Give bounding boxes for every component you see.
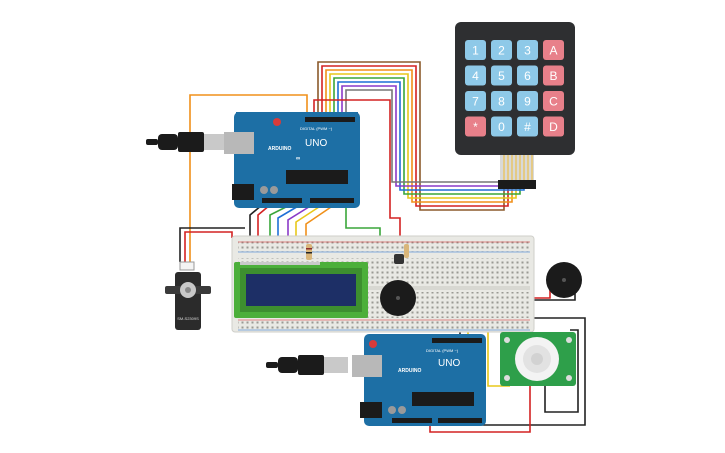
usb-cable-top <box>146 132 228 152</box>
keypad-key-9[interactable] <box>517 91 538 111</box>
keypad-key-0[interactable] <box>491 116 512 137</box>
wire-keypad-2[interactable] <box>321 65 509 207</box>
keypad-key-C[interactable] <box>543 91 564 111</box>
keypad-key-1[interactable] <box>465 40 486 60</box>
keypad-key-label: 2 <box>498 44 505 58</box>
wire-red-top[interactable] <box>313 99 401 240</box>
wire-keypad-7[interactable] <box>341 85 528 187</box>
arduino-bottom-brand: ARDUINO <box>398 368 421 374</box>
arduino-top-header: DIGITAL (PWM ~) <box>300 126 333 131</box>
resistor[interactable] <box>306 244 312 260</box>
wire-black-servo[interactable] <box>179 227 245 262</box>
keypad-key-label: 7 <box>472 95 479 109</box>
keypad-key-#[interactable] <box>517 116 538 137</box>
keypad-key-*[interactable] <box>465 116 486 137</box>
keypad-key-label: # <box>524 120 531 134</box>
keypad-key-3[interactable] <box>517 40 538 60</box>
keypad-key-label: D <box>549 120 558 134</box>
keypad-key-4[interactable] <box>465 65 486 86</box>
wire-keypad-5[interactable] <box>333 77 521 195</box>
keypad-key-7[interactable] <box>465 91 486 111</box>
keypad-key-label: 8 <box>498 95 505 109</box>
keypad-key-B[interactable] <box>543 65 564 86</box>
keypad-key-label: * <box>473 120 478 134</box>
keypad-key-5[interactable] <box>491 65 512 86</box>
pir-sensor[interactable] <box>500 332 576 386</box>
keypad-key-label: 1 <box>472 44 479 58</box>
arduino-bottom-header: DIGITAL (PWM ~) <box>426 348 459 353</box>
keypad-key-label: 4 <box>472 69 479 83</box>
servo[interactable]: SM-S2309S <box>165 261 211 330</box>
wire-keypad-3[interactable] <box>325 69 513 203</box>
arduino-bottom-model: UNO <box>438 358 460 369</box>
keypad-key-label: 9 <box>524 95 531 109</box>
wire-keypad-6[interactable] <box>337 81 525 191</box>
transistor[interactable] <box>394 254 404 264</box>
keypad-key-label: 5 <box>498 69 505 83</box>
keypad-key-label: 6 <box>524 69 531 83</box>
usb-cable-bottom <box>266 355 348 375</box>
svg-text:∞: ∞ <box>296 156 300 162</box>
keypad-connector[interactable] <box>498 180 536 189</box>
keypad-key-label: 3 <box>524 44 531 58</box>
arduino-top[interactable]: DIGITAL (PWM ~) ARDUINO UNO ∞ <box>146 112 360 208</box>
keypad-key-label: 0 <box>498 120 505 134</box>
keypad-key-2[interactable] <box>491 40 512 60</box>
wire-red-servo[interactable] <box>184 231 233 262</box>
arduino-top-model: UNO <box>305 138 327 149</box>
keypad-key-A[interactable] <box>543 40 564 60</box>
servo-label: SM-S2309S <box>177 316 199 321</box>
keypad-key-6[interactable] <box>517 65 538 86</box>
resistor-2[interactable] <box>404 244 409 258</box>
keypad-key-8[interactable] <box>491 91 512 111</box>
buzzer-left[interactable] <box>380 280 416 316</box>
wire-black-pir2[interactable] <box>544 329 579 413</box>
arduino-bottom[interactable]: DIGITAL (PWM ~) ARDUINO UNO <box>266 334 486 426</box>
wire-keypad-8[interactable] <box>345 89 532 183</box>
wire-orange-servo[interactable] <box>189 94 308 262</box>
lcd-display[interactable] <box>234 262 368 318</box>
keypad[interactable]: 1 2 3 A 4 5 6 B 7 8 9 C * 0 # D <box>455 22 575 189</box>
wire-keypad-4[interactable] <box>329 73 517 199</box>
keypad-key-label: B <box>549 69 557 83</box>
keypad-keys: 1 2 3 A 4 5 6 B 7 8 9 C * 0 # D <box>465 40 564 137</box>
buzzer-right[interactable] <box>546 262 582 298</box>
keypad-key-label: C <box>549 95 558 109</box>
keypad-key-D[interactable] <box>543 116 564 137</box>
keypad-key-label: A <box>549 44 557 58</box>
arduino-top-brand: ARDUINO <box>268 146 291 152</box>
